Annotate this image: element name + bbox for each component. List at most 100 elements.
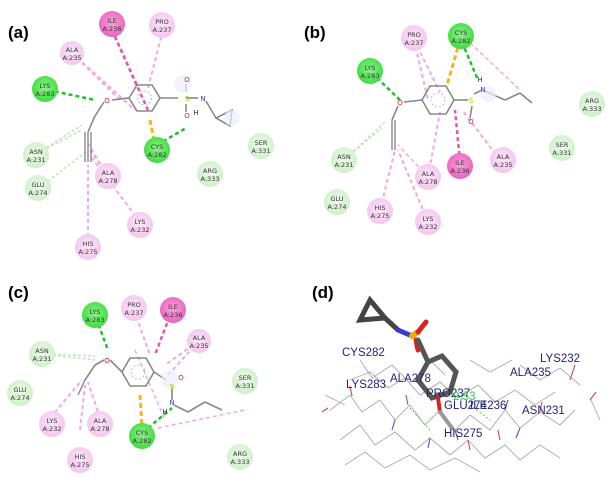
hydrogen-atom: H <box>162 408 167 416</box>
svg-text:A:278: A:278 <box>419 178 438 186</box>
svg-text:CYS: CYS <box>455 29 468 37</box>
svg-text:A:235: A:235 <box>63 54 82 62</box>
label-ile236: ILE236 <box>470 400 506 412</box>
sulfur-atom: S <box>469 97 474 105</box>
svg-text:A:236: A:236 <box>451 167 470 175</box>
svg-text:A:274: A:274 <box>11 394 30 402</box>
svg-text:A:282: A:282 <box>452 37 471 45</box>
svg-text:ASN: ASN <box>337 153 351 161</box>
sulfur-atom: S <box>185 95 190 103</box>
label-ala278: ALA278 <box>390 373 431 385</box>
svg-text:A:331: A:331 <box>553 149 572 157</box>
svg-text:A:275: A:275 <box>371 212 390 220</box>
svg-text:CYS: CYS <box>151 143 164 151</box>
svg-text:ALA: ALA <box>193 334 206 342</box>
svg-text:A:237: A:237 <box>125 309 144 317</box>
svg-text:A:232: A:232 <box>131 226 150 234</box>
svg-text:ASN: ASN <box>29 148 43 156</box>
svg-text:A:235: A:235 <box>190 342 209 350</box>
svg-text:A:282: A:282 <box>148 151 167 159</box>
nitrogen-atom: N <box>480 86 485 94</box>
svg-text:GLU: GLU <box>31 181 44 189</box>
svg-text:A:237: A:237 <box>405 39 424 47</box>
svg-text:ALA: ALA <box>497 153 510 161</box>
svg-text:A:331: A:331 <box>236 382 255 390</box>
oxygen-atom: O <box>397 99 403 107</box>
svg-text:A:236: A:236 <box>103 25 122 33</box>
svg-text:PRO: PRO <box>155 18 169 26</box>
svg-text:ILE: ILE <box>455 159 465 167</box>
svg-text:A:231: A:231 <box>33 355 52 363</box>
svg-text:PRO: PRO <box>407 31 421 39</box>
panel-a-label: (a) <box>8 23 29 42</box>
svg-text:A:278: A:278 <box>91 425 110 433</box>
svg-text:ARG: ARG <box>203 167 217 175</box>
svg-text:ILE: ILE <box>107 17 117 25</box>
label-lys232: LYS232 <box>540 353 580 365</box>
nitrogen-atom: N <box>169 399 174 407</box>
svg-text:HIS: HIS <box>375 204 386 212</box>
svg-text:A:237: A:237 <box>153 26 172 34</box>
svg-text:PRO: PRO <box>127 301 141 309</box>
label-ala235: ALA235 <box>510 367 551 379</box>
svg-text:A:275: A:275 <box>71 461 90 469</box>
panel-d-3d-view: CYS282 LYS232 ALA235 LYS283 ALA278 PRO23… <box>321 295 601 473</box>
oxygen-atom: O <box>104 357 110 365</box>
svg-text:A:283: A:283 <box>36 90 55 98</box>
svg-text:LYS: LYS <box>47 417 58 425</box>
svg-text:A:274: A:274 <box>29 189 48 197</box>
svg-text:A:232: A:232 <box>419 223 438 231</box>
panel-c-label: (c) <box>8 283 29 302</box>
svg-text:A:333: A:333 <box>231 458 250 466</box>
svg-text:A:278: A:278 <box>99 177 118 185</box>
svg-text:ALA: ALA <box>422 170 435 178</box>
svg-text:A:275: A:275 <box>79 248 98 256</box>
oxygen-atom: O <box>178 374 184 382</box>
sulfur-atom: S <box>170 383 175 391</box>
svg-text:A:283: A:283 <box>361 72 380 80</box>
svg-text:A:333: A:333 <box>201 175 220 183</box>
svg-text:LYS: LYS <box>90 308 101 316</box>
svg-text:LYS: LYS <box>423 215 434 223</box>
svg-text:CYS: CYS <box>136 429 149 437</box>
svg-text:LYS: LYS <box>135 218 146 226</box>
svg-text:A:235: A:235 <box>494 161 513 169</box>
label-pro237: PRO237 <box>426 388 470 400</box>
svg-text:A:283: A:283 <box>86 316 105 324</box>
svg-text:A:282: A:282 <box>133 437 152 445</box>
oxygen-atom: O <box>184 76 190 84</box>
svg-text:A:232: A:232 <box>43 425 62 433</box>
hydrogen-atom: H <box>477 76 482 84</box>
nitrogen-atom: N <box>200 95 205 103</box>
